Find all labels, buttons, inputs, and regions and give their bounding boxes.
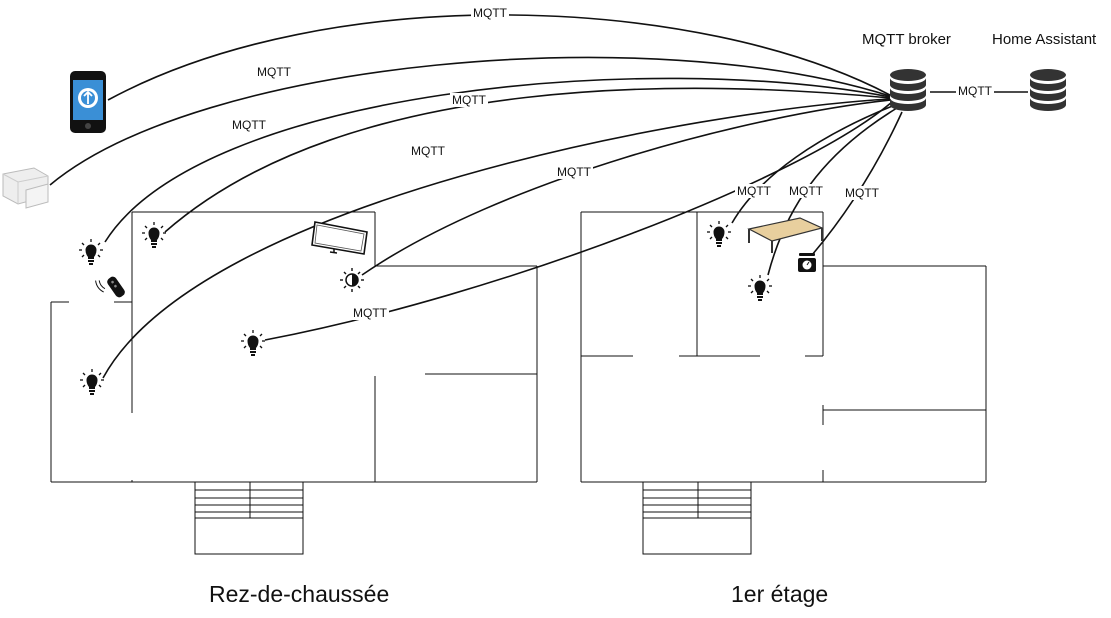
edge-label-broker-homeassistant: MQTT (956, 84, 994, 98)
remote-icon (95, 276, 125, 298)
edge-dimmer-broker (361, 99, 892, 276)
edge-scale-broker (811, 111, 903, 256)
edge-label-bulb-room-broker: MQTT (450, 93, 488, 107)
bulb-icon (78, 238, 104, 266)
mqtt-broker-label: MQTT broker (862, 31, 951, 48)
bulb-icon (79, 368, 105, 396)
bulb-icon (141, 221, 167, 249)
edge-label-scale-broker: MQTT (843, 186, 881, 200)
edge-label-dimmer-broker: MQTT (555, 165, 593, 179)
bulb-icon (706, 220, 732, 248)
edge-label-bulb-living-broker: MQTT (351, 306, 389, 320)
edge-label-bulb-entrance-broker: MQTT (409, 144, 447, 158)
edge-motion-broker (49, 56, 891, 186)
database-icon (890, 69, 926, 111)
motion-sensor-icon (2, 167, 49, 209)
scale-icon (798, 253, 816, 272)
ground-floor-label: Rez-de-chaussée (209, 581, 390, 607)
edge-bulb-bedroom1-broker (731, 104, 896, 224)
first-floor-label: 1er étage (731, 581, 829, 607)
home-assistant-label: Home Assistant (992, 31, 1097, 48)
edge-label-bulb-outside-broker: MQTT (230, 118, 268, 132)
edge-bulb-outside-broker (104, 77, 891, 243)
dimmer-icon (340, 268, 364, 292)
first-floor-plan (580, 211, 987, 555)
edge-label-phone-broker: MQTT (471, 6, 509, 20)
ground-floor-plan (50, 211, 538, 555)
edge-label-bulb-bedroom1-broker: MQTT (735, 184, 773, 198)
edge-bulb-entrance-broker (102, 98, 891, 379)
tv-icon (311, 221, 368, 255)
bed-icon (747, 217, 824, 253)
edge-phone-broker (107, 14, 891, 101)
edge-bulb-room-broker (164, 87, 891, 233)
database-icon (1030, 69, 1066, 111)
phone-icon (70, 71, 106, 133)
bulb-icon (240, 329, 266, 357)
bulb-icon (747, 274, 773, 302)
edge-label-bulb-bedroom2-broker: MQTT (787, 184, 825, 198)
edge-label-motion-broker: MQTT (255, 65, 293, 79)
